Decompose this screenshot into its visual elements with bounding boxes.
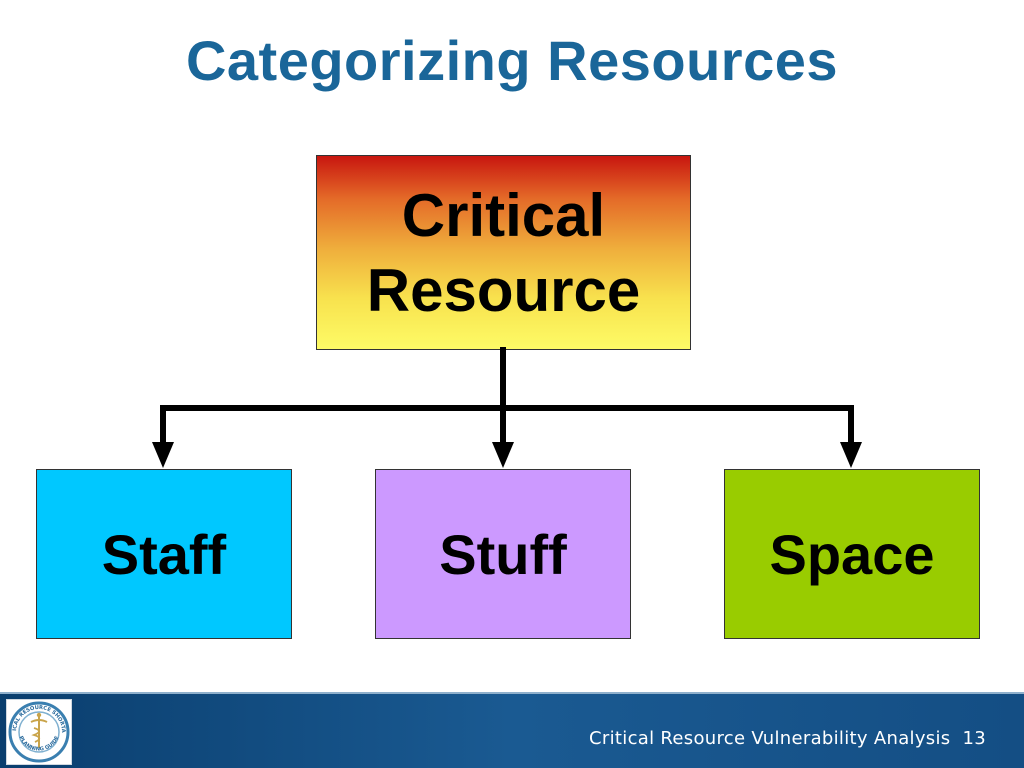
page-number: 13 (962, 728, 986, 749)
planning-guide-logo-icon: CRITICAL RESOURCE SHORTAGES PLANNING GUI… (5, 696, 70, 763)
space-label: Space (769, 522, 935, 586)
stuff-box: Stuff (375, 469, 631, 639)
planning-guide-logo: CRITICAL RESOURCE SHORTAGES PLANNING GUI… (5, 696, 72, 765)
footer-bar: CRITICAL RESOURCE SHORTAGES PLANNING GUI… (0, 692, 1024, 768)
slide-title: Categorizing Resources (185, 29, 839, 92)
arrowhead-stuff (492, 442, 514, 468)
critical-resource-label-line2: Resource (366, 256, 641, 324)
stuff-label: Stuff (439, 522, 567, 586)
footer-presentation-title: Critical Resource Vulnerability Analysis (589, 728, 951, 749)
staff-box: Staff (36, 469, 292, 639)
staff-label: Staff (101, 522, 227, 586)
critical-resource-label-line1: Critical (401, 181, 606, 249)
arrowhead-space (840, 442, 862, 468)
space-box: Space (724, 469, 980, 639)
critical-resource-box: Critical Resource (316, 155, 691, 350)
arrowhead-staff (152, 442, 174, 468)
footer-caption: Critical Resource Vulnerability Analysis… (589, 728, 986, 749)
